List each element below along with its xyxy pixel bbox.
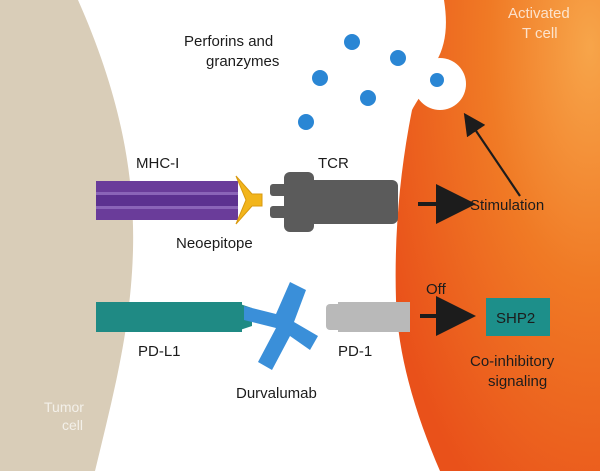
pd-1-receptor xyxy=(326,302,410,332)
tumor-cell-label-1: Tumor xyxy=(44,399,84,415)
activated-t-cell-label-2: T cell xyxy=(522,25,558,42)
durvalumab-label: Durvalumab xyxy=(236,385,317,402)
tcr-label: TCR xyxy=(318,155,349,172)
shp2-label: SHP2 xyxy=(496,310,535,327)
off-label: Off xyxy=(426,281,447,298)
granule xyxy=(430,73,444,87)
granules xyxy=(298,34,444,130)
granule xyxy=(390,50,406,66)
stimulation-label: Stimulation xyxy=(470,197,544,214)
tumor-cell xyxy=(0,0,134,471)
neoepitope-label: Neoepitope xyxy=(176,235,253,252)
tcr-receptor xyxy=(270,172,398,232)
pd-1-label: PD-1 xyxy=(338,343,372,360)
mhc-i-label: MHC-I xyxy=(136,155,179,172)
neoepitope-shape xyxy=(235,175,263,225)
mhc-i-receptor xyxy=(96,181,238,220)
granule xyxy=(298,114,314,130)
pd-l1-label: PD-L1 xyxy=(138,343,181,360)
tumor-cell-label-2: cell xyxy=(62,417,83,433)
durvalumab-antibody xyxy=(244,282,318,370)
coinhibitory-label-2: signaling xyxy=(488,373,547,390)
granule xyxy=(344,34,360,50)
granule xyxy=(312,70,328,86)
perforins-label-1: Perforins and xyxy=(184,33,273,50)
stimulation-to-vesicle-arrow xyxy=(463,112,521,197)
pd-l1-receptor xyxy=(96,302,252,332)
activated-t-cell-label-1: Activated xyxy=(508,5,570,22)
coinhibitory-label-1: Co-inhibitory xyxy=(470,353,555,370)
perforins-label-2: granzymes xyxy=(206,53,279,70)
shp2-box xyxy=(486,298,550,336)
granule xyxy=(360,90,376,106)
t-cell xyxy=(395,0,600,471)
